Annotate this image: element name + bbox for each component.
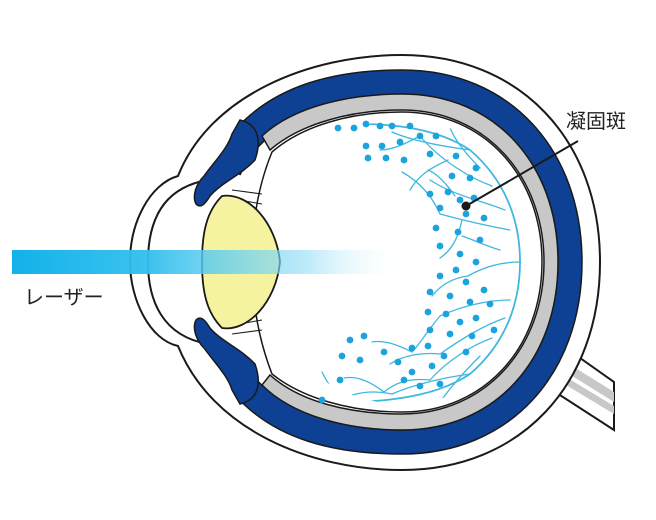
retinal-vessel: [343, 376, 385, 393]
photocoagulation-spot: [462, 348, 470, 356]
photocoagulation-spot: [442, 310, 450, 318]
photocoagulation-spot: [416, 132, 424, 140]
photocoagulation-spot: [454, 228, 462, 236]
retinal-vessel: [431, 275, 469, 297]
photocoagulation-spot: [446, 292, 454, 300]
photocoagulation-spot: [394, 358, 402, 366]
photocoagulation-spot: [448, 172, 456, 180]
photocoagulation-spot: [378, 142, 386, 150]
photocoagulation-spot: [426, 190, 434, 198]
retinal-vessel: [467, 261, 521, 277]
photocoagulation-spot: [362, 120, 370, 128]
photocoagulation-spot: [364, 154, 372, 162]
photocoagulation-spot: [436, 272, 444, 280]
photocoagulation-spot: [468, 332, 476, 340]
photocoagulation-spot: [396, 138, 404, 146]
photocoagulation-spot: [472, 258, 480, 266]
photocoagulation-spot: [436, 242, 444, 250]
photocoagulation-spots: [318, 120, 498, 404]
photocoagulation-spot: [456, 196, 464, 204]
photocoagulation-spot: [408, 368, 416, 376]
photocoagulation-spot: [380, 348, 388, 356]
retinal-vessel: [379, 135, 421, 151]
retinal-vessel: [439, 213, 511, 231]
retinal-vessel: [409, 159, 449, 191]
retina: [260, 93, 559, 431]
photocoagulation-spot: [408, 344, 416, 352]
photocoagulation-spot: [426, 288, 434, 296]
photocoagulation-spot: [432, 224, 440, 232]
photocoagulation-spot: [346, 336, 354, 344]
label-photocoagulation-spots: 凝固斑: [566, 109, 626, 133]
photocoagulation-spot: [376, 122, 384, 130]
photocoagulation-spot: [388, 122, 396, 130]
photocoagulation-spot: [490, 326, 498, 334]
callout-marker-dot: [461, 201, 471, 211]
photocoagulation-spot: [424, 342, 432, 350]
photocoagulation-spot: [400, 376, 408, 384]
photocoagulation-spot: [336, 376, 344, 384]
photocoagulation-spot: [486, 300, 494, 308]
retinal-vessel: [371, 340, 413, 353]
photocoagulation-spot: [480, 214, 488, 222]
photocoagulation-spot: [472, 164, 480, 172]
photocoagulation-spot: [432, 132, 440, 140]
photocoagulation-spot: [462, 210, 470, 218]
photocoagulation-spot: [416, 382, 424, 390]
photocoagulation-spot: [400, 156, 408, 164]
photocoagulation-spot: [436, 204, 444, 212]
photocoagulation-spot: [444, 188, 452, 196]
photocoagulation-spot: [350, 124, 358, 132]
photocoagulation-spot: [452, 152, 460, 160]
photocoagulation-spot: [338, 352, 346, 360]
laser-beam: [12, 250, 404, 274]
photocoagulation-spot: [476, 236, 484, 244]
retinal-vessel: [429, 337, 493, 381]
photocoagulation-spot: [334, 124, 342, 132]
photocoagulation-spot: [356, 356, 364, 364]
callout-leader-line: [465, 140, 579, 207]
photocoagulation-spot: [466, 174, 474, 182]
photocoagulation-spot: [456, 318, 464, 326]
iris-lower: [193, 317, 259, 405]
retinal-vessel: [439, 219, 463, 259]
photocoagulation-spot: [452, 266, 460, 274]
photocoagulation-spot: [466, 298, 474, 306]
photocoagulation-spot: [424, 308, 432, 316]
photocoagulation-spot: [436, 380, 444, 388]
iris-upper: [193, 119, 259, 207]
retinal-vessel: [391, 131, 471, 151]
retinal-vessel: [427, 169, 456, 197]
retinal-vessel: [429, 179, 506, 211]
retinal-vessel: [389, 352, 441, 365]
photocoagulation-spot: [426, 326, 434, 334]
photocoagulation-spot: [318, 396, 326, 404]
photocoagulation-spot: [456, 250, 464, 258]
label-laser: レーザー: [24, 285, 104, 309]
retinal-vessel: [391, 373, 471, 395]
photocoagulation-spot: [428, 362, 436, 370]
photocoagulation-spot: [426, 150, 434, 158]
photocoagulation-spot: [382, 154, 390, 162]
photocoagulation-spot: [440, 352, 448, 360]
photocoagulation-spot: [462, 278, 470, 286]
photocoagulation-spot: [480, 286, 488, 294]
photocoagulation-spot: [446, 330, 454, 338]
photocoagulation-spot: [362, 142, 370, 150]
photocoagulation-spot: [360, 332, 368, 340]
photocoagulation-spot: [472, 314, 480, 322]
photocoagulation-spot: [406, 122, 414, 130]
